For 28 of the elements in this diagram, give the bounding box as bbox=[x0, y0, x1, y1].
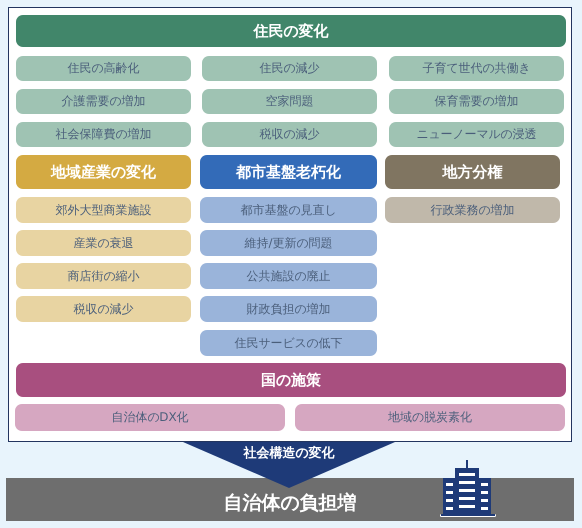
result-bar: 自治体の負担増 bbox=[6, 478, 574, 521]
item-box: 住民の高齢化 bbox=[16, 56, 191, 81]
item-box: 住民サービスの低下 bbox=[200, 330, 377, 356]
item-box: ニューノーマルの浸透 bbox=[389, 122, 564, 147]
item-box: 行政業務の増加 bbox=[385, 197, 560, 223]
item-box: 産業の衰退 bbox=[16, 230, 191, 256]
item-box: 商店街の縮小 bbox=[16, 263, 191, 289]
item-box: 空家問題 bbox=[202, 89, 377, 114]
item-box: 子育て世代の共働き bbox=[389, 56, 564, 81]
category-header: 住民の変化 bbox=[16, 15, 566, 47]
item-box: 維持/更新の問題 bbox=[200, 230, 377, 256]
category-header: 国の施策 bbox=[16, 363, 566, 397]
item-box: 介護需要の増加 bbox=[16, 89, 191, 114]
item-box: 自治体のDX化 bbox=[15, 404, 285, 431]
category-header: 都市基盤老朽化 bbox=[200, 155, 377, 189]
item-box: 郊外大型商業施設 bbox=[16, 197, 191, 223]
banner-label: 社会構造の変化 bbox=[200, 443, 378, 463]
item-box: 社会保障費の増加 bbox=[16, 122, 191, 147]
item-box: 都市基盤の見直し bbox=[200, 197, 377, 223]
item-box: 地域の脱炭素化 bbox=[295, 404, 565, 431]
item-box: 住民の減少 bbox=[202, 56, 377, 81]
category-header: 地域産業の変化 bbox=[16, 155, 191, 189]
category-header: 地方分権 bbox=[385, 155, 560, 189]
item-box: 税収の減少 bbox=[202, 122, 377, 147]
item-box: 公共施設の廃止 bbox=[200, 263, 377, 289]
item-box: 財政負担の増加 bbox=[200, 296, 377, 322]
item-box: 税収の減少 bbox=[16, 296, 191, 322]
item-box: 保育需要の増加 bbox=[389, 89, 564, 114]
